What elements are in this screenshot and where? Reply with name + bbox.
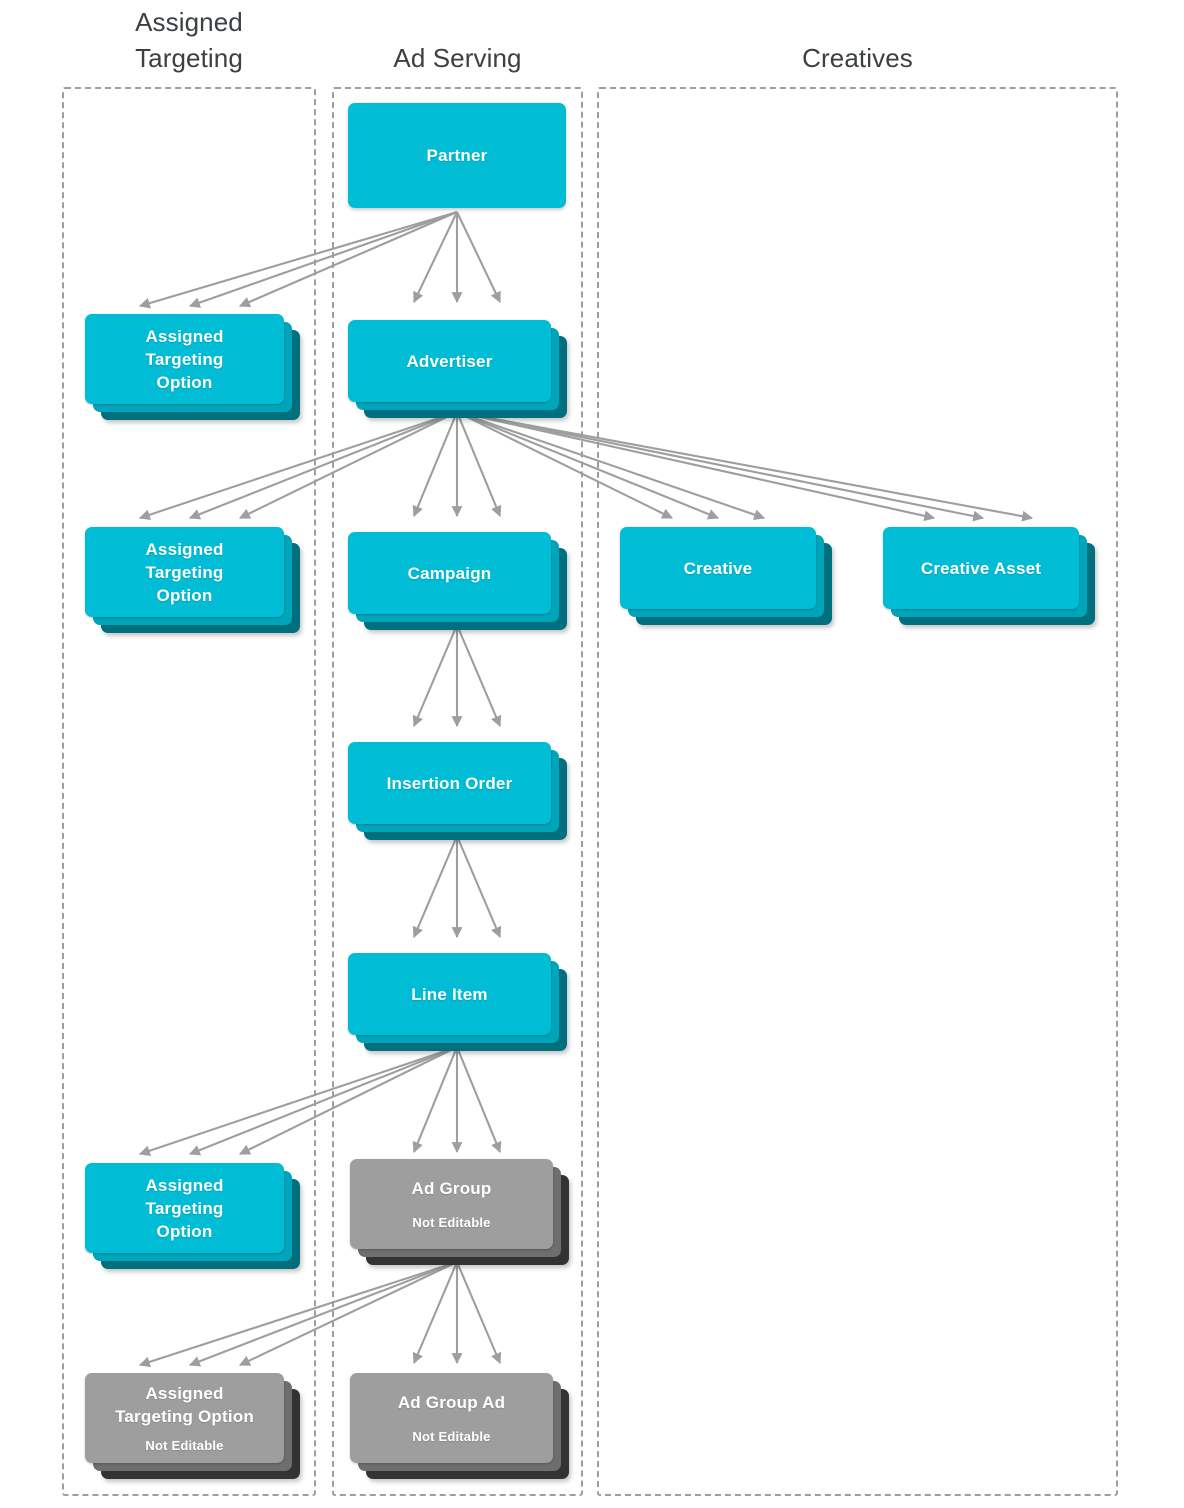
node-ad-group[interactable]: Ad Group Not Editable <box>350 1159 578 1271</box>
node-label-line-3: Option <box>156 372 213 392</box>
node-label-line-1: Assigned <box>145 326 224 346</box>
node-partner[interactable]: Partner <box>348 103 576 215</box>
node-campaign-face[interactable]: Campaign <box>348 532 551 614</box>
node-assigned-targeting-option-advertiser[interactable]: Assigned Targeting Option <box>85 527 310 639</box>
node-ad-group-ad[interactable]: Ad Group Ad Not Editable <box>350 1373 578 1485</box>
node-line-item-label: Line Item <box>411 984 488 1004</box>
group-title-creatives: Creatives <box>802 43 913 73</box>
node-advertiser-label: Advertiser <box>406 351 493 371</box>
node-ad-group-face[interactable]: Ad Group Not Editable <box>350 1159 553 1249</box>
lane-assigned-targeting <box>62 87 316 1496</box>
node-ad-group-label: Ad Group <box>411 1179 492 1198</box>
group-title-line-1: Assigned <box>135 7 243 37</box>
node-label: Assigned Targeting Option <box>115 1382 254 1428</box>
node-status: Not Editable <box>145 1438 224 1453</box>
node-line-item[interactable]: Line Item <box>348 953 576 1058</box>
node-creative-face[interactable]: Creative <box>620 527 816 609</box>
node-assigned-targeting-option-advertiser-face[interactable]: Assigned Targeting Option <box>85 527 284 617</box>
node-advertiser[interactable]: Advertiser <box>348 320 576 425</box>
node-label-line-2: Targeting <box>145 1198 224 1218</box>
node-label-line-1: Assigned <box>145 1175 224 1195</box>
node-creative-asset-face[interactable]: Creative Asset <box>883 527 1079 609</box>
node-ad-group-ad-label: Ad Group Ad <box>397 1393 506 1412</box>
node-insertion-order-label: Insertion Order <box>386 773 513 793</box>
node-partner-label: Partner <box>426 146 488 165</box>
node-label: Assigned Targeting Option <box>145 538 223 607</box>
node-assigned-targeting-option-partner[interactable]: Assigned Targeting Option <box>85 314 310 426</box>
node-label: Assigned Targeting Option <box>145 325 223 394</box>
node-label-line-1: Assigned <box>145 539 224 559</box>
node-advertiser-face[interactable]: Advertiser <box>348 320 551 402</box>
node-label-line-2: Targeting Option <box>115 1407 254 1426</box>
node-ad-group-status: Not Editable <box>412 1215 491 1230</box>
node-partner-face[interactable]: Partner <box>348 103 566 208</box>
group-title-assigned-targeting: Assigned Targeting <box>62 4 316 76</box>
node-label-line-2: Targeting <box>145 562 224 582</box>
node-assigned-targeting-option-line-item-face[interactable]: Assigned Targeting Option <box>85 1163 284 1253</box>
node-label-line-3: Option <box>156 585 213 605</box>
group-title-line-2: Targeting <box>135 43 243 73</box>
node-assigned-targeting-option-ad-group-face[interactable]: Assigned Targeting Option Not Editable <box>85 1373 284 1463</box>
node-insertion-order-face[interactable]: Insertion Order <box>348 742 551 824</box>
node-creative-label: Creative <box>683 558 753 578</box>
node-label-line-3: Option <box>156 1221 213 1241</box>
node-assigned-targeting-option-ad-group[interactable]: Assigned Targeting Option Not Editable <box>85 1373 310 1485</box>
node-creative-asset-label: Creative Asset <box>920 558 1042 578</box>
node-label: Assigned Targeting Option <box>145 1174 223 1243</box>
node-ad-group-ad-status: Not Editable <box>412 1429 491 1444</box>
node-line-item-face[interactable]: Line Item <box>348 953 551 1035</box>
node-campaign[interactable]: Campaign <box>348 532 576 637</box>
lane-ad-serving <box>332 87 583 1496</box>
node-creative-asset[interactable]: Creative Asset <box>883 527 1111 639</box>
node-creative[interactable]: Creative <box>620 527 848 639</box>
node-assigned-targeting-option-partner-face[interactable]: Assigned Targeting Option <box>85 314 284 404</box>
node-label-line-2: Targeting <box>145 349 224 369</box>
node-campaign-label: Campaign <box>407 563 492 583</box>
node-assigned-targeting-option-line-item[interactable]: Assigned Targeting Option <box>85 1163 310 1275</box>
node-insertion-order[interactable]: Insertion Order <box>348 742 576 847</box>
group-title-ad-serving: Ad Serving <box>393 43 522 73</box>
node-label-line-1: Assigned <box>145 1384 224 1403</box>
lane-creatives <box>597 87 1118 1496</box>
node-ad-group-ad-face[interactable]: Ad Group Ad Not Editable <box>350 1373 553 1463</box>
